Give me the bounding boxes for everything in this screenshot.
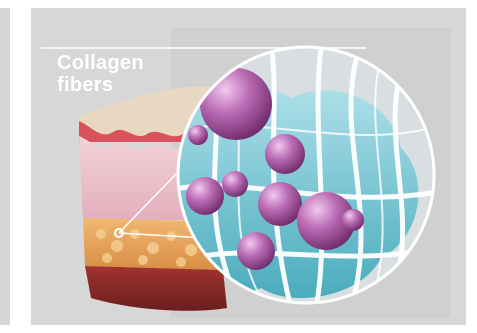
illustration-panel: Collagen fibers (31, 8, 466, 325)
collagen-fibers-label: Collagen fibers (57, 52, 144, 96)
left-panel-edge (0, 8, 10, 325)
label-line-1: Collagen (57, 52, 144, 74)
label-line-2: fibers (57, 74, 144, 96)
